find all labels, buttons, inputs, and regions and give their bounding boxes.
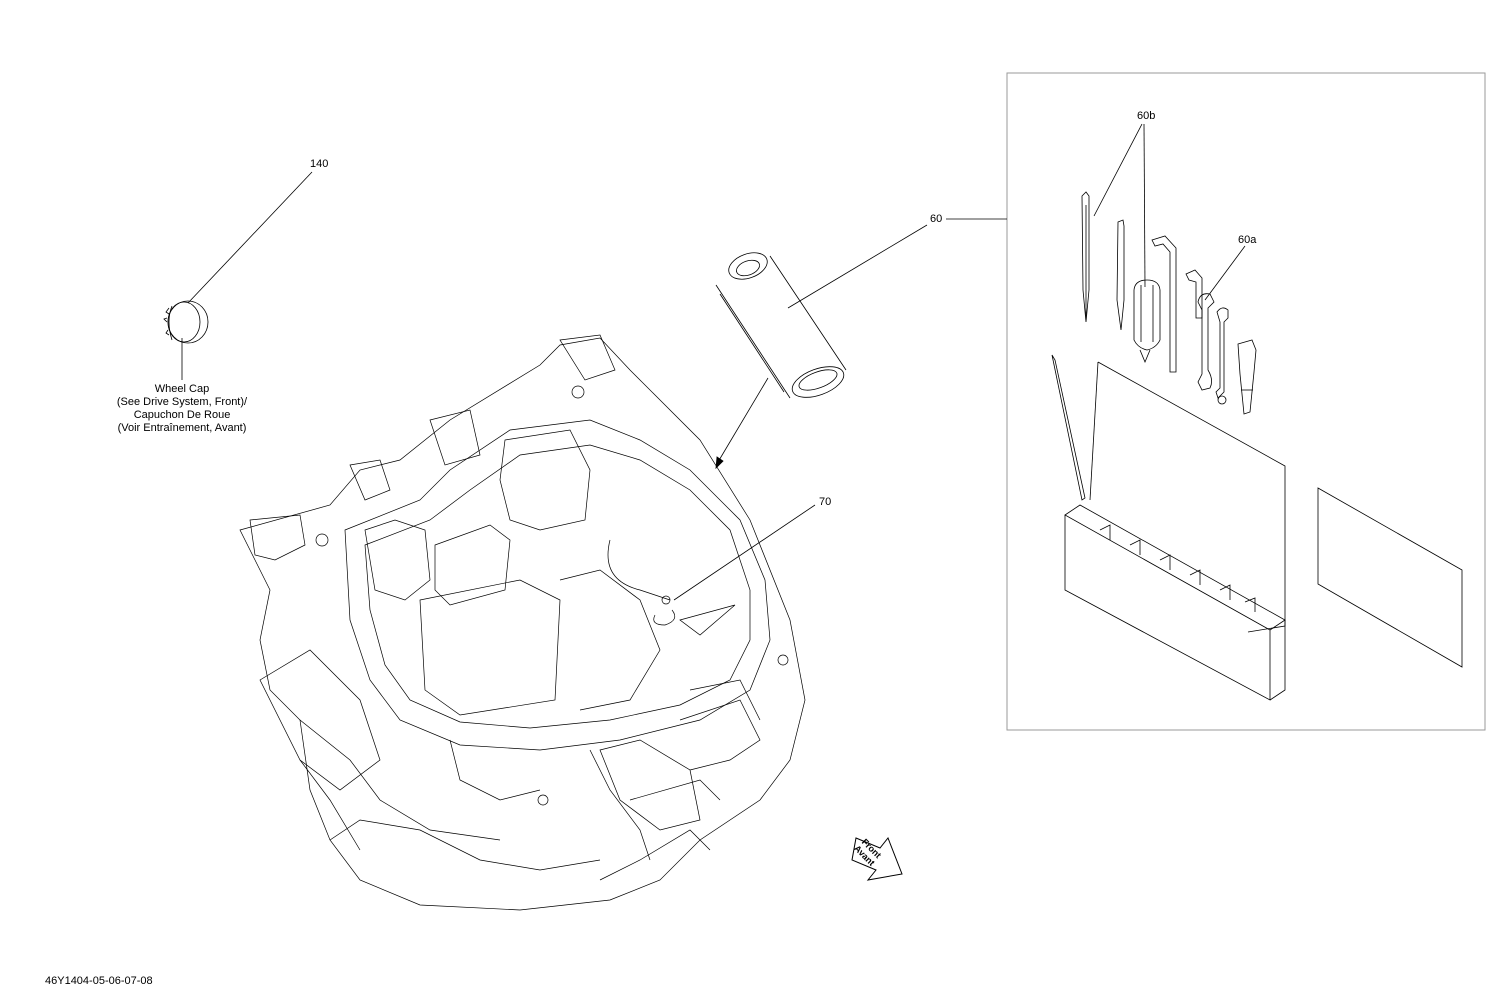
front-direction-arrow [851, 837, 903, 881]
leader-60a [1204, 245, 1246, 301]
wheel-cap-note-line: (Voir Entraînement, Avant) [117, 422, 247, 434]
callout-60: 60 [930, 213, 943, 225]
wheel-cap-note-line: (See Drive System, Front)/ [116, 396, 248, 408]
wheel-cap-note: Wheel Cap (See Drive System, Front)/ Cap… [97, 383, 267, 435]
leader-140 [187, 171, 313, 304]
leader-60b-b [1143, 123, 1146, 288]
leader-60b-a [1093, 123, 1143, 217]
wheel-cap-note-line: Wheel Cap [154, 383, 210, 395]
callout-140: 140 [310, 158, 329, 170]
install-arrow-head [715, 456, 724, 470]
leader-70 [673, 504, 816, 601]
callout-70: 70 [819, 496, 832, 508]
callout-60a: 60a [1238, 234, 1257, 246]
callout-60b: 60b [1137, 110, 1156, 122]
tool-bag-tube [715, 252, 847, 399]
toolkit-items [1051, 191, 1463, 701]
leader-60 [787, 224, 928, 309]
storage-compartment [239, 334, 806, 911]
wheel-cap-part [163, 300, 209, 344]
install-arrow-line [717, 377, 769, 463]
wheel-cap-note-line: Capuchon De Roue [133, 409, 231, 421]
toolkit-detail-box [1006, 72, 1486, 731]
drawing-id: 46Y1404-05-06-07-08 [45, 975, 153, 987]
